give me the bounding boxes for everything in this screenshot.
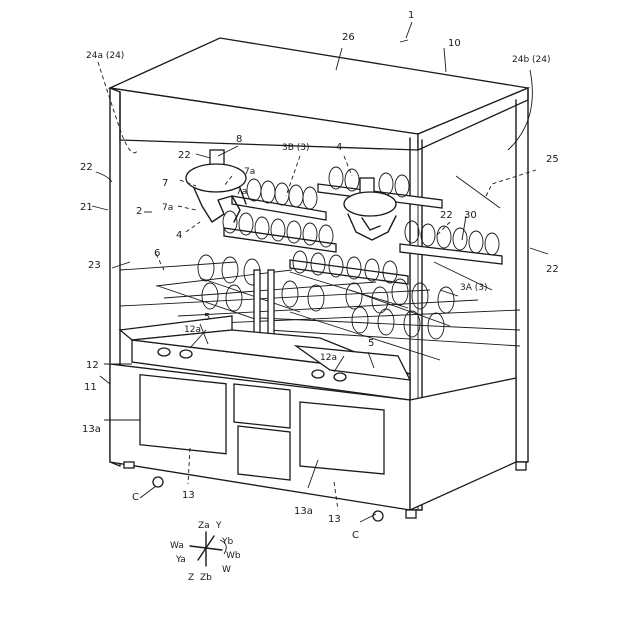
label-7a-c: 7a: [162, 203, 173, 213]
label-arm-mount: 8: [236, 134, 242, 145]
label-22-right: 22: [546, 264, 559, 275]
label-housing: 10: [448, 38, 461, 49]
label-caster-left: C: [132, 492, 139, 503]
label-door-left: 13a: [82, 424, 101, 435]
label-console: 12: [86, 360, 99, 371]
label-button-right: 12a: [320, 353, 337, 363]
label-chute-right: 5: [368, 338, 374, 349]
label-chute-left: 5: [204, 312, 210, 323]
axis-wa: Wa: [170, 541, 184, 551]
label-window-right: 24b (24): [512, 55, 551, 65]
label-chamber: 2: [136, 206, 142, 217]
label-22-left: 22: [80, 162, 93, 173]
crane-right: [344, 178, 396, 240]
axis-wb: Wb: [226, 551, 241, 561]
axis-w: W: [222, 565, 231, 575]
axis-zb: Zb: [200, 573, 212, 583]
label-door-ref-right: 13: [328, 514, 341, 525]
label-panel-22-hanger: 22: [178, 150, 191, 161]
axis-y: Y: [215, 521, 222, 531]
label-front-frame: 21: [80, 202, 93, 213]
axis-za: Za: [198, 521, 210, 531]
label-base: 11: [84, 382, 97, 393]
label-arm-7: 7: [162, 178, 168, 189]
label-button-left: 12a: [184, 325, 201, 335]
label-divider: 23: [88, 260, 101, 271]
label-sensor: 25: [546, 154, 559, 165]
label-item: 30: [464, 210, 477, 221]
label-caster-right: C: [352, 530, 359, 541]
label-window-left: 24a (24): [86, 51, 124, 61]
label-22-shelf: 22: [440, 210, 453, 221]
label-shelf-upper: 3B (3): [282, 143, 310, 153]
axis-yb: Yb: [221, 537, 233, 547]
label-grid: 6: [154, 248, 160, 259]
axis-z: Z: [188, 573, 194, 583]
label-7a-a: 7a: [244, 167, 255, 177]
label-7a-b: 7a: [236, 187, 247, 197]
label-top-panel: 26: [342, 32, 355, 43]
label-fig-ref: 1: [408, 10, 414, 21]
label-door-right: 13a: [294, 506, 313, 517]
coordinate-axes: [190, 532, 226, 566]
label-door-ref-left: 13: [182, 490, 195, 501]
label-crane-left: 4: [176, 230, 182, 241]
label-crane-right: 4: [336, 142, 342, 153]
label-shelf-lower: 3A (3): [460, 283, 488, 293]
axis-ya: Ya: [175, 555, 186, 565]
